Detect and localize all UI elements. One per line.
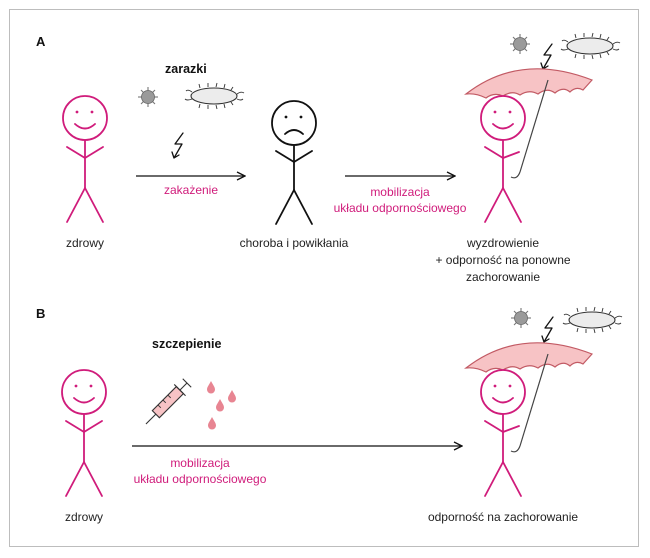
panel-b-mobilization-label-line1: mobilizacja xyxy=(170,456,230,470)
panel-b-syringe-icon xyxy=(145,378,192,425)
panel-b-letter: B xyxy=(36,306,46,321)
panel-a-mobilization-label-line1: mobilizacja xyxy=(370,185,430,199)
panel-a-recovered-caption-line1: wyzdrowienie xyxy=(466,236,540,250)
panel-b-top-bacterium-icon xyxy=(562,306,623,334)
panel-b-vaccine-label: szczepienie xyxy=(152,337,222,351)
panel-a-infection-label: zakażenie xyxy=(163,183,219,197)
panel-a-letter: A xyxy=(36,34,46,49)
panel-a-healthy-person xyxy=(62,95,108,223)
panel-b-top-lightning-icon xyxy=(541,316,554,343)
panel-a-recovered-person xyxy=(480,95,526,223)
panel-a-recovered-caption-line2: + odporność na ponowne xyxy=(435,253,571,267)
panel-a-virus-icon xyxy=(137,86,159,108)
panel-a-umbrella-icon xyxy=(463,68,594,179)
panel-a-lightning-icon xyxy=(171,132,184,159)
panel-a-healthy-caption: zdrowy xyxy=(65,236,104,250)
panel-b-top-virus-icon xyxy=(510,307,532,329)
panel-b-umbrella-icon xyxy=(463,342,594,453)
panel-b-vaccine-drops-icon xyxy=(207,381,236,430)
panel-a-sick-person xyxy=(271,100,317,225)
panel-a-top-lightning-icon xyxy=(540,43,553,70)
panel-b-healthy-person xyxy=(61,369,107,497)
panel-b-immune-caption: odporność na zachorowanie xyxy=(427,510,579,524)
panel-a-mobilization-label-line2: układu odpornościowego xyxy=(333,201,467,215)
panel-a-sick-caption: choroba i powikłania xyxy=(239,236,349,250)
panel-a-germs-label: zarazki xyxy=(165,62,207,76)
panel-b-healthy-caption: zdrowy xyxy=(64,510,103,524)
figure-frame xyxy=(9,9,639,547)
panel-b-mobilization-label-line2: układu odpornościowego xyxy=(133,472,267,486)
panel-a-top-virus-icon xyxy=(509,33,531,55)
panel-a-bacterium-icon xyxy=(184,82,245,110)
panel-a-top-bacterium-icon xyxy=(560,32,621,60)
panel-b-immune-person xyxy=(480,369,526,497)
panel-a-recovered-caption-line3: zachorowanie xyxy=(465,270,541,284)
